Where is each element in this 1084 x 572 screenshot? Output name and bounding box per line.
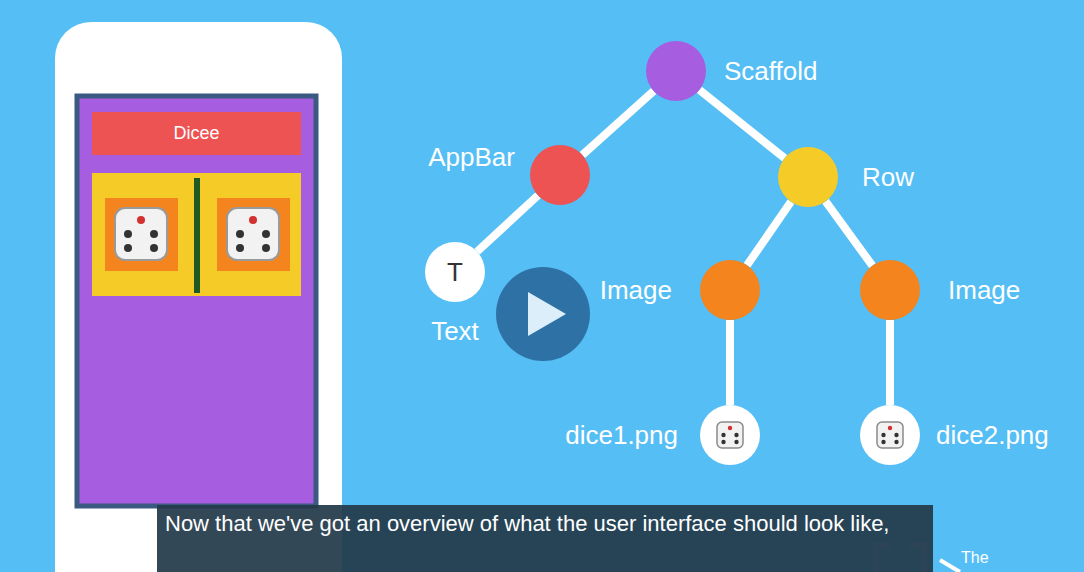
tree-node: Row xyxy=(778,147,838,207)
tree-connector xyxy=(826,201,873,265)
tree-connector xyxy=(477,195,538,251)
tree-connector xyxy=(582,91,653,155)
node-label: AppBar xyxy=(428,142,515,172)
tree-node: AppBar xyxy=(530,145,590,205)
divider xyxy=(194,178,200,293)
dice-icon xyxy=(700,405,760,465)
row-panel xyxy=(92,173,301,296)
node-label: Text xyxy=(431,316,479,346)
dice-icon xyxy=(115,208,167,260)
tree-connector xyxy=(747,202,791,266)
tree-connector xyxy=(886,320,894,405)
node-label: Image xyxy=(600,275,672,305)
tree-node: Scaffold xyxy=(646,41,706,101)
node-label: Image xyxy=(948,275,1020,305)
node-label: Scaffold xyxy=(724,56,817,86)
video-caption: Now that we've got an overview of what t… xyxy=(157,505,933,572)
app-title: Dicee xyxy=(173,123,219,144)
play-circle xyxy=(496,267,590,361)
tree-node: dice2.png xyxy=(860,405,920,465)
app-bar: Dicee xyxy=(92,112,301,155)
dice-icon xyxy=(227,208,279,260)
phone-body xyxy=(55,22,342,572)
phone-screen xyxy=(77,96,316,506)
node-label: dice1.png xyxy=(565,420,678,450)
tree-connector xyxy=(726,320,734,405)
node-glyph: T xyxy=(425,242,485,302)
image-box xyxy=(105,198,178,271)
image-box xyxy=(217,198,290,271)
node-label: Row xyxy=(862,162,914,192)
dice-icon xyxy=(860,405,920,465)
node-label: dice2.png xyxy=(936,420,1049,450)
play-triangle xyxy=(528,292,566,336)
tree-node: Image xyxy=(860,260,920,320)
tree-node: Image xyxy=(700,260,760,320)
tree-node: dice1.png xyxy=(700,405,760,465)
partial-line xyxy=(940,560,960,572)
tree-connector xyxy=(699,90,784,158)
tree-node: TText xyxy=(425,242,485,302)
partial-text: The xyxy=(961,548,989,568)
